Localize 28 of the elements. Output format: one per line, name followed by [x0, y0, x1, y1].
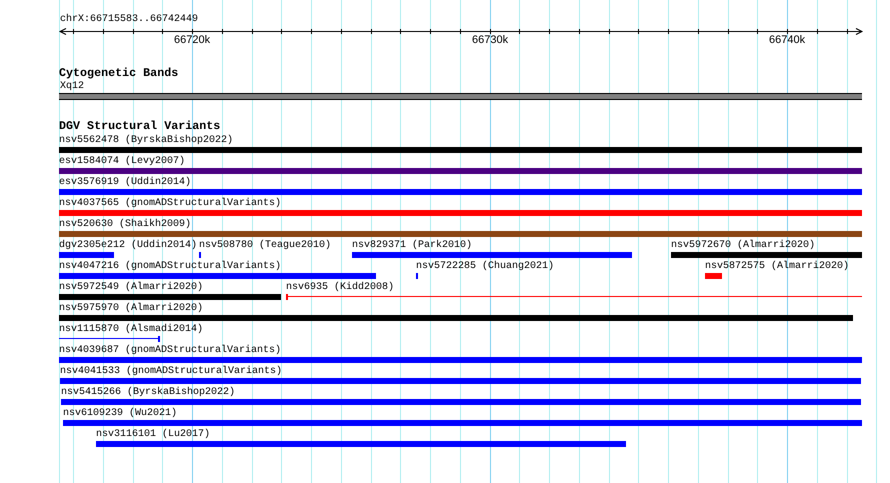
variant-label: nsv5975970 (Almarri2020)	[59, 303, 204, 314]
variant-label: esv1584074 (Levy2007)	[59, 156, 186, 167]
variant-label: nsv1115870 (Alsmadi2014)	[59, 324, 204, 335]
variant-label: nsv5872575 (Almarri2020)	[705, 261, 850, 272]
variant-label: nsv5972670 (Almarri2020)	[671, 240, 816, 251]
variant-label: nsv5415266 (ByrskaBishop2022)	[61, 387, 236, 398]
variant-label: nsv4039687 (gnomADStructuralVariants)	[59, 345, 282, 356]
tick-label: 66730k	[472, 34, 508, 46]
variant-label: nsv520630 (Shaikh2009)	[59, 219, 192, 230]
variant-label: nsv508780 (Teague2010)	[199, 240, 332, 251]
variant-label: nsv4047216 (gnomADStructuralVariants)	[59, 261, 282, 272]
variant-label: dgv2305e212 (Uddin2014)	[59, 240, 198, 251]
variant-label: nsv6109239 (Wu2021)	[63, 408, 178, 419]
variant-label: esv3576919 (Uddin2014)	[59, 177, 192, 188]
variant-label: nsv4041533 (gnomADStructuralVariants)	[60, 366, 282, 377]
variant-label: nsv6935 (Kidd2008)	[286, 282, 394, 293]
variant-label: nsv4037565 (gnomADStructuralVariants)	[59, 198, 282, 209]
track-title: DGV Structural Variants	[59, 120, 220, 133]
band-label: Xq12	[60, 81, 84, 92]
variant-label: nsv3116101 (Lu2017)	[96, 429, 210, 440]
region-title: chrX:66715583..66742449	[60, 14, 198, 25]
variant-label: nsv5562478 (ByrskaBishop2022)	[59, 135, 234, 146]
variant-label: nsv829371 (Park2010)	[352, 240, 472, 251]
variant-label: nsv5972549 (Almarri2020)	[59, 282, 204, 293]
variant-label: nsv5722285 (Chuang2021)	[416, 261, 554, 272]
tick-label: 66740k	[769, 34, 806, 46]
track-title: Cytogenetic Bands	[59, 67, 178, 80]
tick-label: 66720k	[174, 34, 210, 46]
